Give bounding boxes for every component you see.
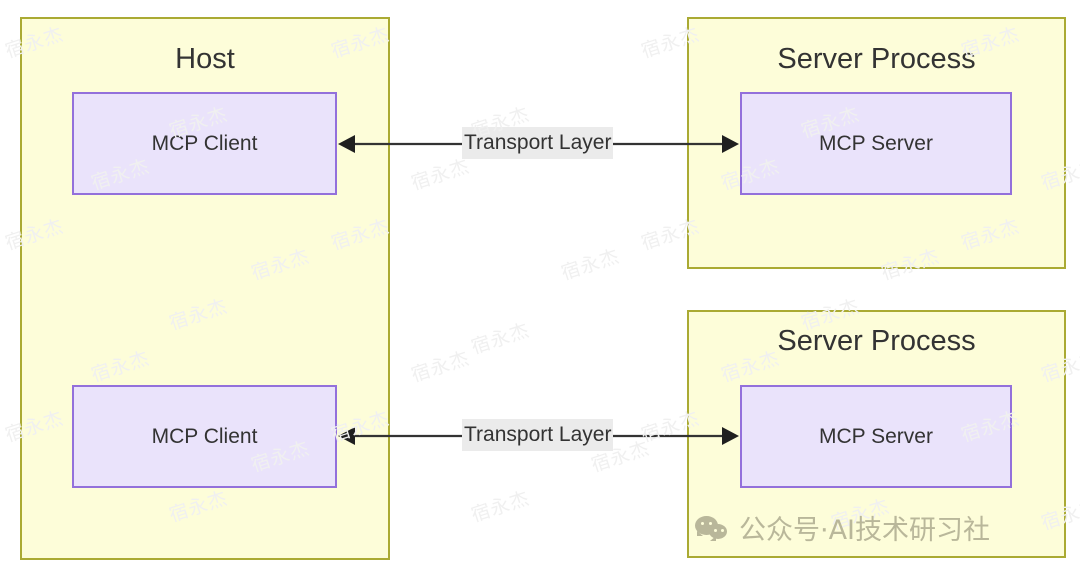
wechat-icon: [695, 514, 729, 542]
node-mcp-client-1: MCP Client: [72, 92, 337, 195]
edge-label-transport-1: Transport Layer: [462, 127, 614, 160]
node-mcp-server-2: MCP Server: [740, 385, 1012, 488]
brand-watermark: 公众号·AI技术研习社: [695, 508, 990, 547]
node-label-mcp-server-2: MCP Server: [819, 424, 933, 448]
container-title-host: Host: [175, 43, 235, 75]
node-label-mcp-server-1: MCP Server: [819, 131, 933, 155]
watermark-text: 宿永杰: [468, 319, 533, 359]
container-title-server-process-1: Server Process: [777, 43, 976, 75]
node-label-mcp-client-2: MCP Client: [151, 424, 258, 448]
arrowhead-right: [722, 135, 739, 153]
watermark-text: 宿永杰: [468, 487, 533, 527]
arrowhead-left: [338, 135, 355, 153]
watermark-text: 宿永杰: [408, 347, 473, 387]
node-label-mcp-client-1: MCP Client: [151, 131, 258, 155]
arrowhead-left: [338, 427, 355, 445]
container-title-server-process-2: Server Process: [777, 325, 976, 357]
node-mcp-server-1: MCP Server: [740, 92, 1012, 195]
watermark-text: 宿永杰: [558, 245, 623, 285]
edge-label-transport-2: Transport Layer: [462, 419, 614, 452]
brand-text: 公众号·AI技术研习社: [739, 515, 991, 546]
node-mcp-client-2: MCP Client: [72, 385, 337, 488]
arrowhead-right: [722, 427, 739, 445]
